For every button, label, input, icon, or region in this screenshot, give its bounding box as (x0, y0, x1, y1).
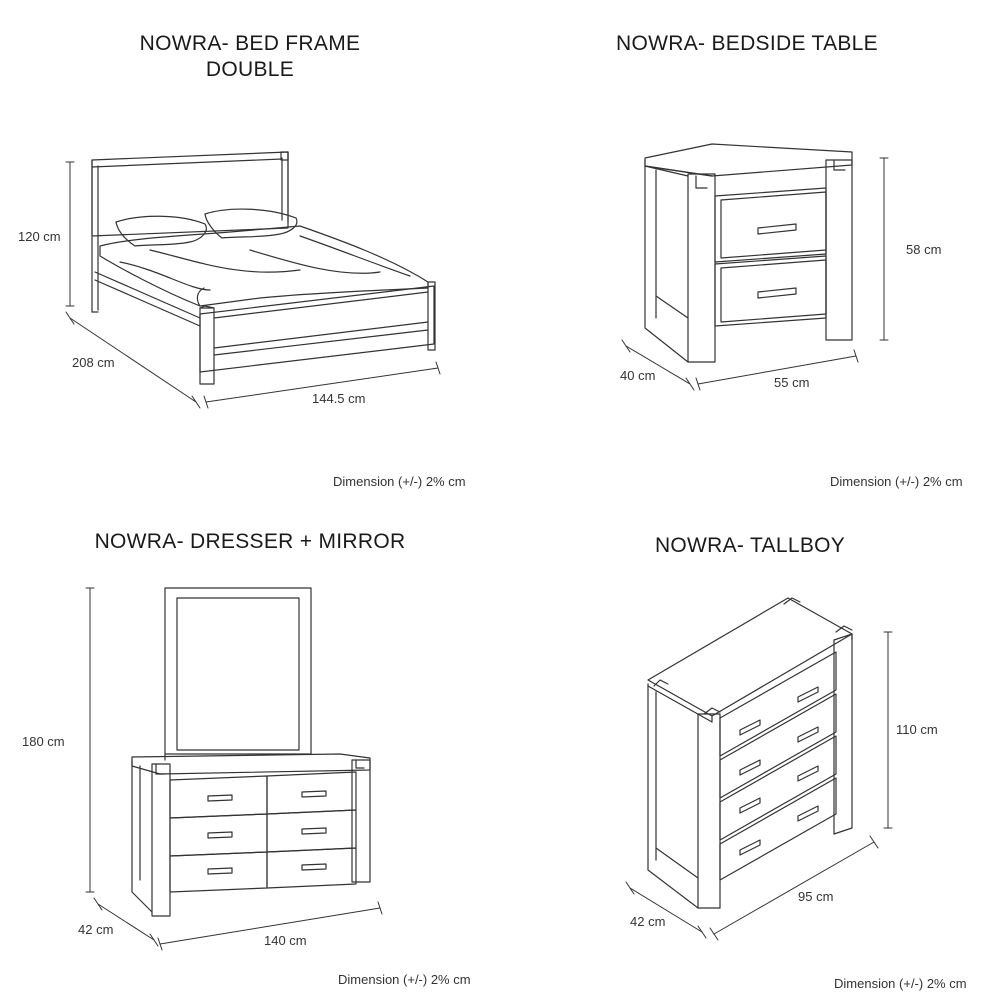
bedside-dimension-lines (622, 158, 888, 390)
tallboy-depth-label: 42 cm (630, 914, 666, 929)
dresser-title: NOWRA- DRESSER + MIRROR (94, 530, 406, 553)
bedside-table-title: NOWRA- BEDSIDE TABLE (616, 32, 878, 55)
tallboy-drawing (648, 598, 852, 908)
bedside-dimension-note: Dimension (+/-) 2% cm (830, 474, 963, 489)
bed-frame-drawing (92, 152, 435, 384)
bedside-table-drawing (645, 144, 852, 362)
tallboy-title: NOWRA- TALLBOY (654, 534, 846, 557)
dresser-height-label: 180 cm (22, 734, 65, 749)
tallboy-width-label: 95 cm (798, 889, 834, 904)
bedside-height-label: 58 cm (906, 242, 942, 257)
bed-dimension-note: Dimension (+/-) 2% cm (333, 474, 466, 489)
bed-height-label: 120 cm (18, 229, 61, 244)
bed-depth-label: 208 cm (72, 355, 115, 370)
bed-frame-title: NOWRA- BED FRAME DOUBLE (100, 31, 400, 83)
bedside-depth-label: 40 cm (620, 368, 656, 383)
bed-frame-title-line1: NOWRA- BED FRAME (139, 32, 361, 55)
dresser-drawing (132, 588, 370, 916)
dresser-width-label: 140 cm (264, 933, 307, 948)
tallboy-dimension-lines (626, 632, 892, 940)
bedside-width-label: 55 cm (774, 375, 810, 390)
tallboy-height-label: 110 cm (896, 722, 938, 737)
dresser-dimension-lines (86, 588, 382, 950)
dresser-depth-label: 42 cm (78, 922, 114, 937)
tallboy-dimension-note: Dimension (+/-) 2% cm (834, 976, 967, 991)
bed-dimension-lines (66, 162, 440, 408)
dresser-dimension-note: Dimension (+/-) 2% cm (338, 972, 471, 987)
bed-width-label: 144.5 cm (312, 391, 366, 406)
bed-frame-title-line2: DOUBLE (205, 58, 295, 81)
